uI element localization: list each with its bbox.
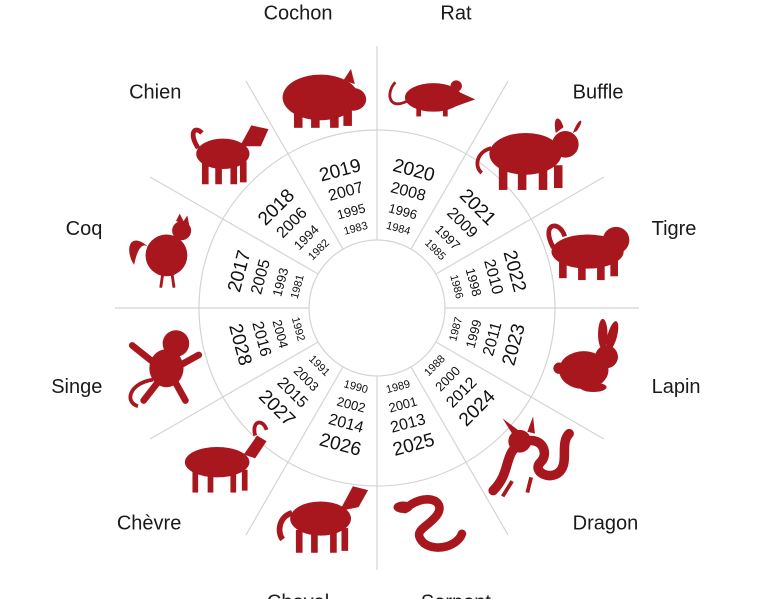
- sector-divider: [410, 80, 509, 250]
- animal-label-serpent: Serpent: [421, 592, 491, 599]
- snake-icon: [393, 495, 467, 552]
- wheel-lines: [115, 46, 639, 570]
- sector-divider: [435, 341, 605, 440]
- year-label-rat: 1984: [385, 220, 412, 238]
- animal-label-chevre: Chèvre: [117, 513, 181, 535]
- rat-icon: [388, 80, 476, 117]
- ox-icon: [475, 118, 582, 190]
- animal-label-coq: Coq: [66, 218, 103, 240]
- year-label-cochon: 1983: [342, 220, 369, 238]
- tiger-icon: [546, 223, 630, 281]
- animal-label-cheval: Cheval: [267, 592, 329, 599]
- animal-label-lapin: Lapin: [652, 376, 701, 398]
- year-label-cheval: 2002: [335, 394, 367, 416]
- dragon-icon: [488, 416, 574, 498]
- animal-label-cochon: Cochon: [264, 2, 333, 24]
- year-label-tigre: 1998: [463, 266, 485, 298]
- year-label-cheval: 1990: [342, 378, 369, 396]
- sector-divider: [245, 366, 344, 536]
- year-label-serpent: 1989: [385, 378, 412, 396]
- year-label-coq: 1993: [269, 266, 291, 298]
- animal-label-singe: Singe: [51, 376, 102, 398]
- sector-divider: [149, 341, 319, 440]
- year-label-singe: 2004: [269, 318, 291, 350]
- sector-divider: [410, 366, 509, 536]
- rabbit-icon: [553, 318, 619, 392]
- year-label-serpent: 2001: [387, 394, 419, 416]
- animal-label-tigre: Tigre: [652, 218, 697, 240]
- animal-label-dragon: Dragon: [573, 513, 639, 535]
- dog-icon: [190, 125, 269, 185]
- year-label-tigre: 1986: [447, 273, 465, 300]
- inner-circle: [308, 239, 446, 377]
- animal-label-buffle: Buffle: [573, 81, 624, 103]
- horse-icon: [276, 486, 369, 553]
- animal-label-rat: Rat: [440, 2, 472, 24]
- year-label-rat: 1996: [387, 200, 419, 222]
- monkey-icon: [128, 330, 203, 409]
- animal-labels: RatBuffleTigreLapinDragonSerpent Cheval Ch…: [51, 2, 700, 599]
- year-label-singe: 1992: [289, 316, 307, 343]
- pig-icon: [282, 68, 367, 128]
- year-label-cochon: 1995: [335, 200, 367, 222]
- year-label-lapin: 1987: [447, 316, 465, 343]
- goat-icon: [184, 420, 269, 493]
- sector-divider: [149, 176, 319, 275]
- animal-icons: [128, 68, 630, 553]
- sector-divider: [435, 176, 605, 275]
- animal-label-chien: Chien: [129, 81, 181, 103]
- year-label-lapin: 1999: [463, 318, 485, 350]
- sector-divider: [245, 80, 344, 250]
- rooster-icon: [129, 213, 192, 288]
- year-label-coq: 1981: [289, 273, 307, 300]
